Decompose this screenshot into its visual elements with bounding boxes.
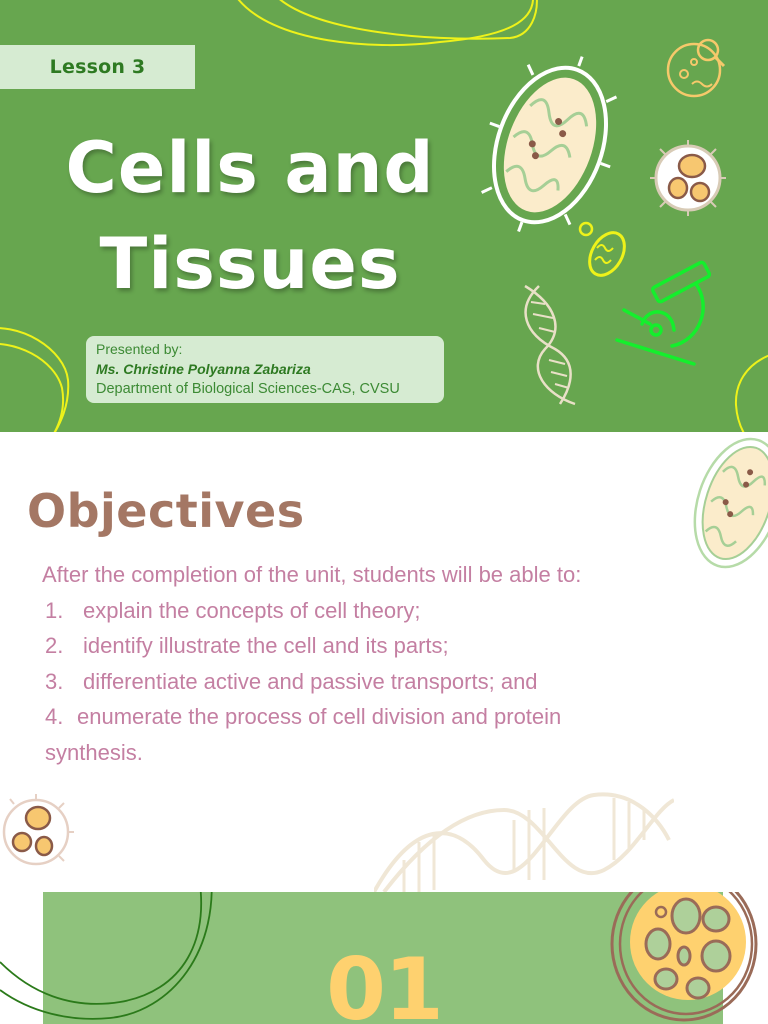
objectives-slide: Objectives After the completion of the u… <box>0 432 768 892</box>
objective-item-2: 2. identify illustrate the cell and its … <box>42 628 682 664</box>
objective-item-4-continuation: synthesis. <box>45 739 143 765</box>
decorative-curve <box>0 892 213 1020</box>
objective-number: 3. <box>45 668 64 694</box>
microscope-icon <box>615 260 712 366</box>
objective-item-1: 1. explain the concepts of cell theory; <box>42 593 682 629</box>
lesson-tag: Lesson 3 <box>0 45 195 89</box>
dna-helix-icon <box>374 792 674 892</box>
objective-text: enumerate the process of cell division a… <box>77 704 562 729</box>
objectives-heading: Objectives <box>27 484 305 538</box>
mitochondria-icon <box>578 221 626 277</box>
section-slide: 01 <box>0 892 768 1024</box>
presenter-department: Department of Biological Sciences-CAS, C… <box>96 381 400 397</box>
dna-helix-icon <box>524 284 576 406</box>
cell-outline-icon <box>693 437 768 569</box>
cell-cluster-icon <box>2 794 74 866</box>
cover-slide: Lesson 3 Cells and Tissues Presented by:… <box>0 0 768 432</box>
section-number: 01 <box>326 940 444 1024</box>
decorative-loop-top <box>237 0 538 47</box>
lesson-tag-label: Lesson 3 <box>49 56 146 78</box>
objective-number: 1. <box>45 597 64 623</box>
petri-dish-magnifier-icon <box>666 38 726 98</box>
objectives-body: After the completion of the unit, studen… <box>42 557 682 770</box>
title-line-1: Cells and <box>65 127 435 209</box>
objective-item-3: 3. differentiate active and passive tran… <box>42 664 682 700</box>
objective-number: 2. <box>45 633 64 658</box>
objective-number: 4. <box>45 704 64 729</box>
petri-dish-icon <box>610 892 758 1022</box>
cell-outline-icon <box>481 56 618 232</box>
presenter-name: Ms. Christine Polyanna Zabariza <box>96 361 311 377</box>
presenter-box: Presented by: Ms. Christine Polyanna Zab… <box>86 336 444 403</box>
presenter-label: Presented by: <box>96 341 183 357</box>
decorative-loop-left <box>0 327 70 432</box>
title-line-2: Tissues <box>99 223 401 305</box>
objective-text: differentiate active and passive transpo… <box>83 668 538 694</box>
cell-cluster-icon <box>650 140 726 216</box>
slide-title: Cells and Tissues <box>20 120 480 312</box>
objectives-intro: After the completion of the unit, studen… <box>42 562 582 587</box>
objective-item-4: 4. enumerate the process of cell divisio… <box>42 699 682 735</box>
objective-text: explain the concepts of cell theory; <box>83 597 421 623</box>
objective-text: identify illustrate the cell and its par… <box>83 633 449 658</box>
decorative-loop-right <box>734 354 768 432</box>
